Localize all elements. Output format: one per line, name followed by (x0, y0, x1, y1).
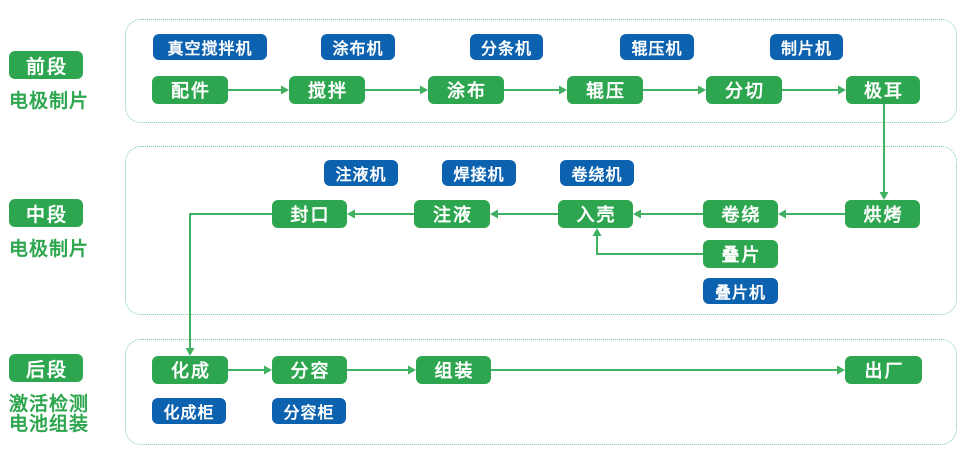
machine-roller-press: 辊压机 (620, 34, 694, 60)
machine-coater: 涂布机 (321, 34, 395, 60)
stage-sublabel-back-1: 激活检测 (9, 394, 90, 415)
step-formation: 化成 (152, 356, 228, 384)
step-winding: 卷绕 (703, 200, 778, 228)
front-stage-panel (125, 19, 957, 123)
machine-vacuum-mixer: 真空搅拌机 (153, 34, 267, 60)
step-parts: 配件 (152, 76, 228, 104)
step-rolling: 辊压 (567, 76, 643, 104)
step-slitting: 分切 (706, 76, 782, 104)
stage-sublabel-back-2: 电池组装 (9, 414, 90, 435)
step-tab: 极耳 (846, 76, 920, 104)
machine-slitter: 分条机 (470, 34, 543, 60)
stage-sublabel-front: 电极制片 (9, 91, 90, 112)
stage-sublabel-middle: 电极制片 (9, 239, 90, 260)
middle-stage-panel (125, 146, 957, 315)
stage-tag-front: 前段 (9, 51, 83, 79)
machine-grading-cabinet: 分容柜 (272, 398, 346, 424)
stage-tag-back: 后段 (9, 354, 83, 382)
back-stage-panel (125, 339, 957, 445)
machine-stacker: 叠片机 (703, 278, 778, 304)
machine-winder: 卷绕机 (560, 160, 634, 186)
machine-formation-cabinet: 化成柜 (152, 398, 226, 424)
step-stacking: 叠片 (703, 240, 778, 268)
step-injection: 注液 (414, 200, 490, 228)
machine-sheet-maker: 制片机 (770, 34, 843, 60)
stage-tag-middle: 中段 (9, 199, 83, 227)
step-grading: 分容 (272, 356, 347, 384)
step-baking: 烘烤 (845, 200, 920, 228)
step-coating: 涂布 (428, 76, 504, 104)
step-mixing: 搅拌 (289, 76, 365, 104)
machine-injector: 注液机 (324, 160, 398, 186)
machine-welder: 焊接机 (442, 160, 516, 186)
step-sealing: 封口 (272, 200, 347, 228)
step-shipment: 出厂 (845, 356, 922, 384)
step-casing: 入壳 (558, 200, 633, 228)
step-assembly: 组装 (416, 356, 491, 384)
